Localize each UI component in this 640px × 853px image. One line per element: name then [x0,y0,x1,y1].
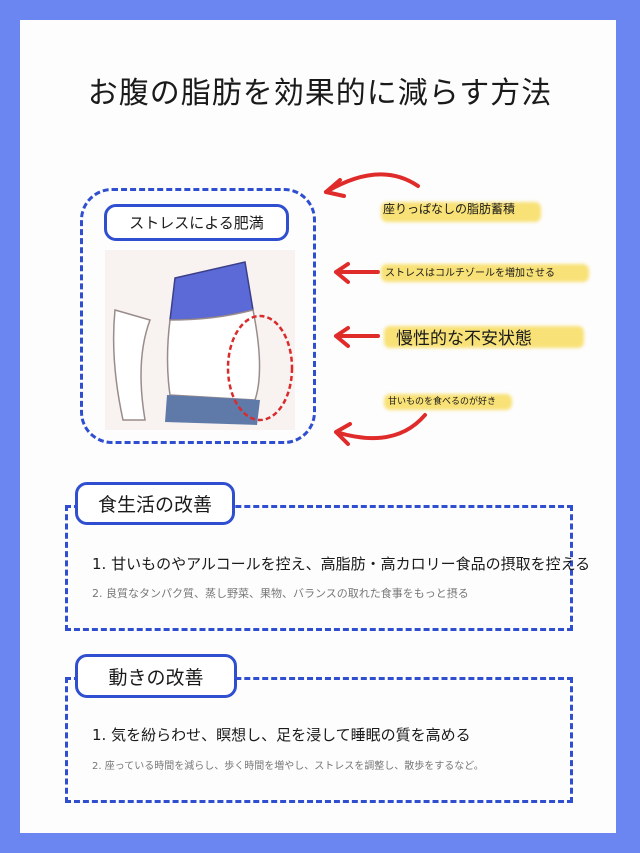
cause-text: 甘いものを食べるのが好き [388,397,497,407]
page-title: お腹の脂肪を効果的に減らす方法 [87,76,553,111]
diet-item-1: 1. 甘いものやアルコールを控え、高脂肪・高カロリー食品の摂取を控える [92,555,591,573]
cause-text: ストレスはコルチゾールを増加させる [385,268,555,279]
exercise-item-1: 1. 気を紛らわせ、瞑想し、足を浸して睡眠の質を高める [92,726,471,744]
exercise-section-title: 動きの改善 [75,654,237,698]
stress-label: ストレスによる肥満 [104,204,289,241]
exercise-item-2: 2. 座っている時間を減らし、歩く時間を増やし、ストレスを調整し、散歩をするなど… [92,761,484,772]
belly-illustration [105,250,295,430]
cause-text: 慢性的な不安状態 [396,329,532,349]
diet-section-title: 食生活の改善 [75,482,235,525]
diet-section [65,505,573,631]
diet-item-2: 2. 良質なタンパク質、蒸し野菜、果物、バランスの取れた食事をもっと摂る [92,587,469,600]
cause-note: 甘いものを食べるのが好き [384,394,512,410]
exercise-section [65,677,573,803]
cause-note: 座りっぱなしの脂肪蓄積 [381,200,541,222]
cause-text: 座りっぱなしの脂肪蓄積 [383,202,516,216]
cause-note: ストレスはコルチゾールを増加させる [381,264,589,282]
stress-panel [80,188,316,444]
cause-note: 慢性的な不安状態 [384,324,584,349]
